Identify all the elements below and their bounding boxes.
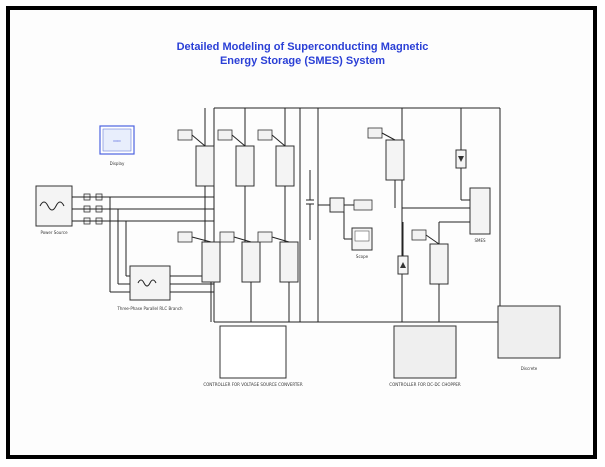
chopper-controller-label: CONTROLLER FOR DC-DC CHOPPER <box>389 382 461 387</box>
title-line-2: Energy Storage (SMES) System <box>219 55 386 67</box>
chopper-controller-block[interactable]: CONTROLLER FOR DC-DC CHOPPER <box>389 325 461 387</box>
smes-label: SMES <box>474 238 486 243</box>
powergui-label: Discrete <box>521 366 538 371</box>
voltage-measurement <box>318 197 373 213</box>
upper-converter-legs <box>177 108 295 187</box>
powergui-block[interactable]: Discrete <box>497 305 561 371</box>
power-source-label: Power Source <box>40 230 68 235</box>
power-source-block[interactable]: Power Source <box>35 185 73 235</box>
smes-coil-block[interactable]: SMES <box>402 187 491 243</box>
lower-converter-legs <box>177 186 299 322</box>
scope-block[interactable]: Scope <box>343 212 373 259</box>
chopper-switches <box>367 127 449 322</box>
chopper-diodes <box>397 108 467 275</box>
diagram-title: Detailed Modeling of Superconducting Mag… <box>0 40 605 68</box>
svg-text:▭▭: ▭▭ <box>113 138 121 143</box>
three-phase-lines <box>72 196 214 293</box>
dc-bus-wires <box>213 107 501 323</box>
rlc-branch-block[interactable]: Three-Phase Parallel RLC Branch <box>116 265 214 311</box>
vsc-controller-block[interactable]: CONTROLLER FOR VOLTAGE SOURCE CONVERTER <box>203 325 303 387</box>
page-frame <box>6 6 597 459</box>
display-label: Display <box>110 161 125 166</box>
rlc-branch-label: Three-Phase Parallel RLC Branch <box>116 306 183 311</box>
dc-link-capacitor <box>306 170 314 240</box>
vsc-controller-label: CONTROLLER FOR VOLTAGE SOURCE CONVERTER <box>203 382 302 387</box>
display-block[interactable]: ▭▭ Display <box>99 125 135 166</box>
scope-label: Scope <box>356 254 369 259</box>
title-line-1: Detailed Modeling of Superconducting Mag… <box>176 41 429 53</box>
